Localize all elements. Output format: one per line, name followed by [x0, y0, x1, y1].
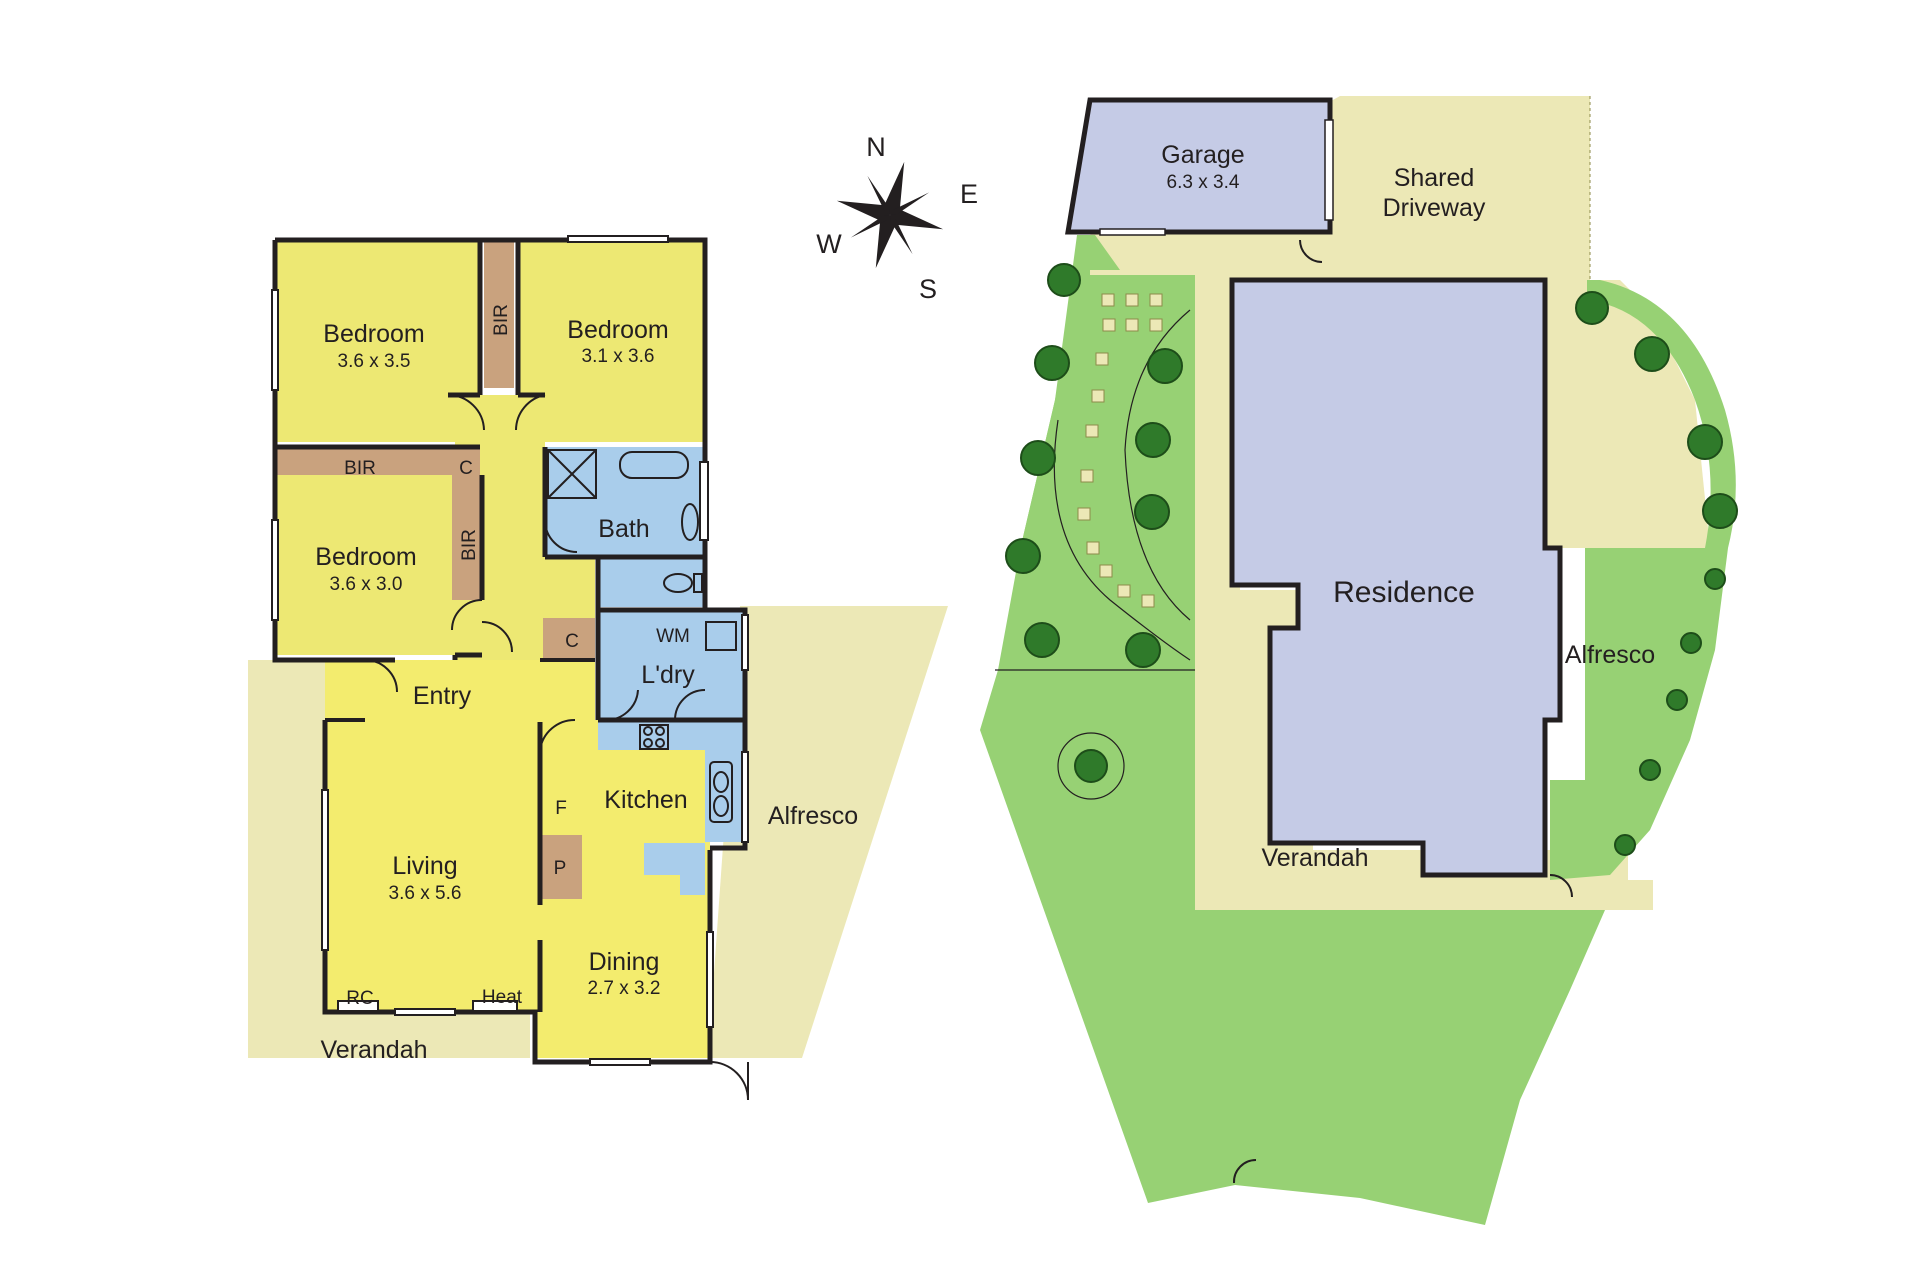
- side-path: [1547, 280, 1587, 548]
- lawn-garden-bed: [1000, 276, 1194, 670]
- residence-building: [1229, 277, 1563, 878]
- verandah-area: [248, 660, 530, 1058]
- living-label: Living: [392, 852, 457, 880]
- shared-driveway-label-1: Shared: [1394, 164, 1475, 192]
- heat-label: Heat: [482, 987, 523, 1008]
- cupboard-hall: [452, 447, 480, 475]
- lawn-front: [1235, 910, 1605, 1225]
- compass-rose: [836, 161, 944, 269]
- bir-vertical-bed3: [452, 475, 482, 600]
- house-floor-plan: Bedroom 3.6 x 3.5 Bedroom 3.1 x 3.6 Bedr…: [248, 235, 948, 1101]
- compass-south: S: [919, 274, 937, 304]
- kitchen-island: [644, 843, 705, 895]
- kitchen-bench-top: [598, 722, 743, 750]
- verandah-label-site: Verandah: [1261, 844, 1368, 872]
- living-entry-area: [325, 660, 595, 1012]
- bir-label-3: BIR: [459, 529, 480, 561]
- compass-west: W: [816, 229, 842, 259]
- bedroom-2-dims: 3.1 x 3.6: [582, 346, 655, 367]
- cupboard-laundry: [543, 618, 595, 660]
- bir-vertical-bed1-bed2: [484, 240, 514, 388]
- garage-dims: 6.3 x 3.4: [1167, 172, 1240, 193]
- shared-driveway-label-2: Driveway: [1383, 194, 1486, 222]
- entry-label: Entry: [413, 682, 472, 710]
- fridge-label: F: [555, 798, 567, 819]
- alfresco-label-site: Alfresco: [1565, 641, 1655, 669]
- laundry-label: L'dry: [641, 661, 695, 689]
- bedroom-1-label: Bedroom: [323, 320, 424, 348]
- pantry-label: P: [554, 858, 567, 879]
- rc-label: RC: [346, 988, 373, 1009]
- bath-label: Bath: [598, 515, 649, 543]
- bedroom-2-area: [518, 240, 703, 442]
- alfresco-label-left: Alfresco: [768, 802, 858, 830]
- verandah-label-left: Verandah: [320, 1036, 427, 1064]
- kitchen-label: Kitchen: [604, 786, 687, 814]
- bedroom-1-dims: 3.6 x 3.5: [338, 351, 411, 372]
- dining-label: Dining: [589, 948, 660, 976]
- residence-label: Residence: [1333, 576, 1475, 609]
- side-court: [1587, 280, 1710, 548]
- bedroom-3-label: Bedroom: [315, 543, 416, 571]
- wm-label: WM: [656, 626, 690, 647]
- site-plan: Garage 6.3 x 3.4 Shared Driveway Residen…: [980, 96, 1738, 1225]
- compass-east: E: [960, 179, 978, 209]
- pantry-box: [538, 835, 582, 899]
- bir-label-2: BIR: [491, 304, 512, 336]
- bedroom-2-label: Bedroom: [567, 316, 668, 344]
- bedroom-3-dims: 3.6 x 3.0: [330, 574, 403, 595]
- living-dims: 3.6 x 5.6: [389, 883, 462, 904]
- cupboard-label-2: C: [565, 631, 579, 652]
- bir-horizontal: [275, 447, 452, 475]
- bedroom-3-area: [275, 475, 455, 655]
- garage-building: [1065, 97, 1333, 235]
- garage-label: Garage: [1161, 141, 1244, 169]
- dining-dims: 2.7 x 3.2: [588, 978, 661, 999]
- alfresco-area: [708, 606, 948, 1058]
- bedroom-1-area: [275, 240, 480, 442]
- kitchen-dining-area: [535, 718, 710, 1058]
- lawn-alfresco: [1550, 548, 1728, 880]
- compass-north: N: [866, 132, 886, 162]
- cupboard-label-1: C: [459, 458, 473, 479]
- bir-label-1: BIR: [344, 458, 376, 479]
- front-path: [1213, 880, 1653, 910]
